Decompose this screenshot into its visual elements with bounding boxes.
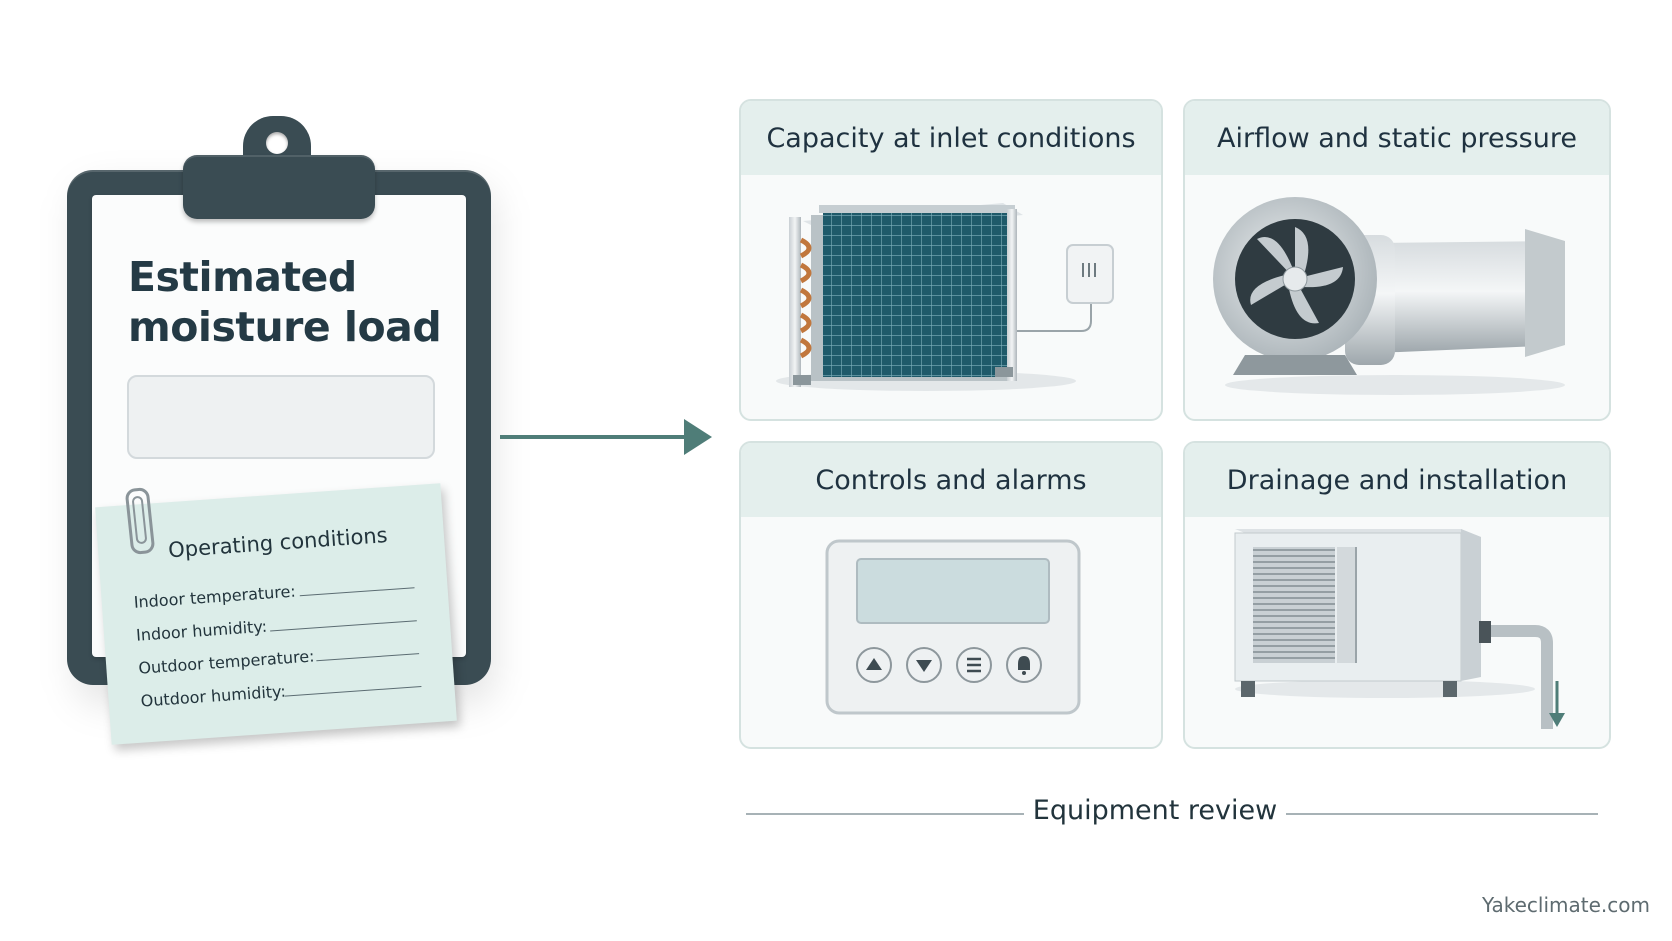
note-row-outdoor-temperature: Outdoor temperature: [137,646,316,678]
note-row-indoor-humidity: Indoor humidity: [135,616,268,645]
note-blank-line [299,587,415,597]
controller-icon [825,539,1081,715]
card-controls-title: Controls and alarms [741,443,1161,517]
card-capacity-title: Capacity at inlet conditions [741,101,1161,175]
fan-duct-icon [1213,197,1565,395]
note-blank-line [270,620,417,632]
note-title: Operating conditions [167,523,389,563]
card-controls: Controls and alarms [739,441,1163,749]
clipboard-title-line2: moisture load [128,303,442,351]
arrow-right-icon [684,419,712,455]
flow-arrow-line [500,435,688,439]
note-blank-line [284,686,422,697]
unit-drain-icon [1234,529,1565,729]
equipment-review-label: Equipment review [1032,795,1278,826]
card-drainage: Drainage and installation [1183,441,1611,749]
clipboard-title: Estimated moisture load [128,252,448,352]
clip-bar [183,155,375,219]
coil-sensor-icon [776,203,1114,391]
review-divider-left [746,813,1024,815]
watermark: Yakeclimate.com [1482,893,1650,917]
note-row-outdoor-humidity: Outdoor humidity: [140,681,287,711]
moisture-load-field[interactable] [127,375,435,459]
note-blank-line [316,653,420,662]
card-airflow-title: Airflow and static pressure [1185,101,1609,175]
clip-hole [266,132,288,154]
clipboard-title-line1: Estimated [128,253,357,301]
note-row-indoor-temperature: Indoor temperature: [133,581,297,612]
card-drainage-title: Drainage and installation [1185,443,1609,517]
review-divider-right [1286,813,1598,815]
card-airflow: Airflow and static pressure [1183,99,1611,421]
card-capacity: Capacity at inlet conditions [739,99,1163,421]
